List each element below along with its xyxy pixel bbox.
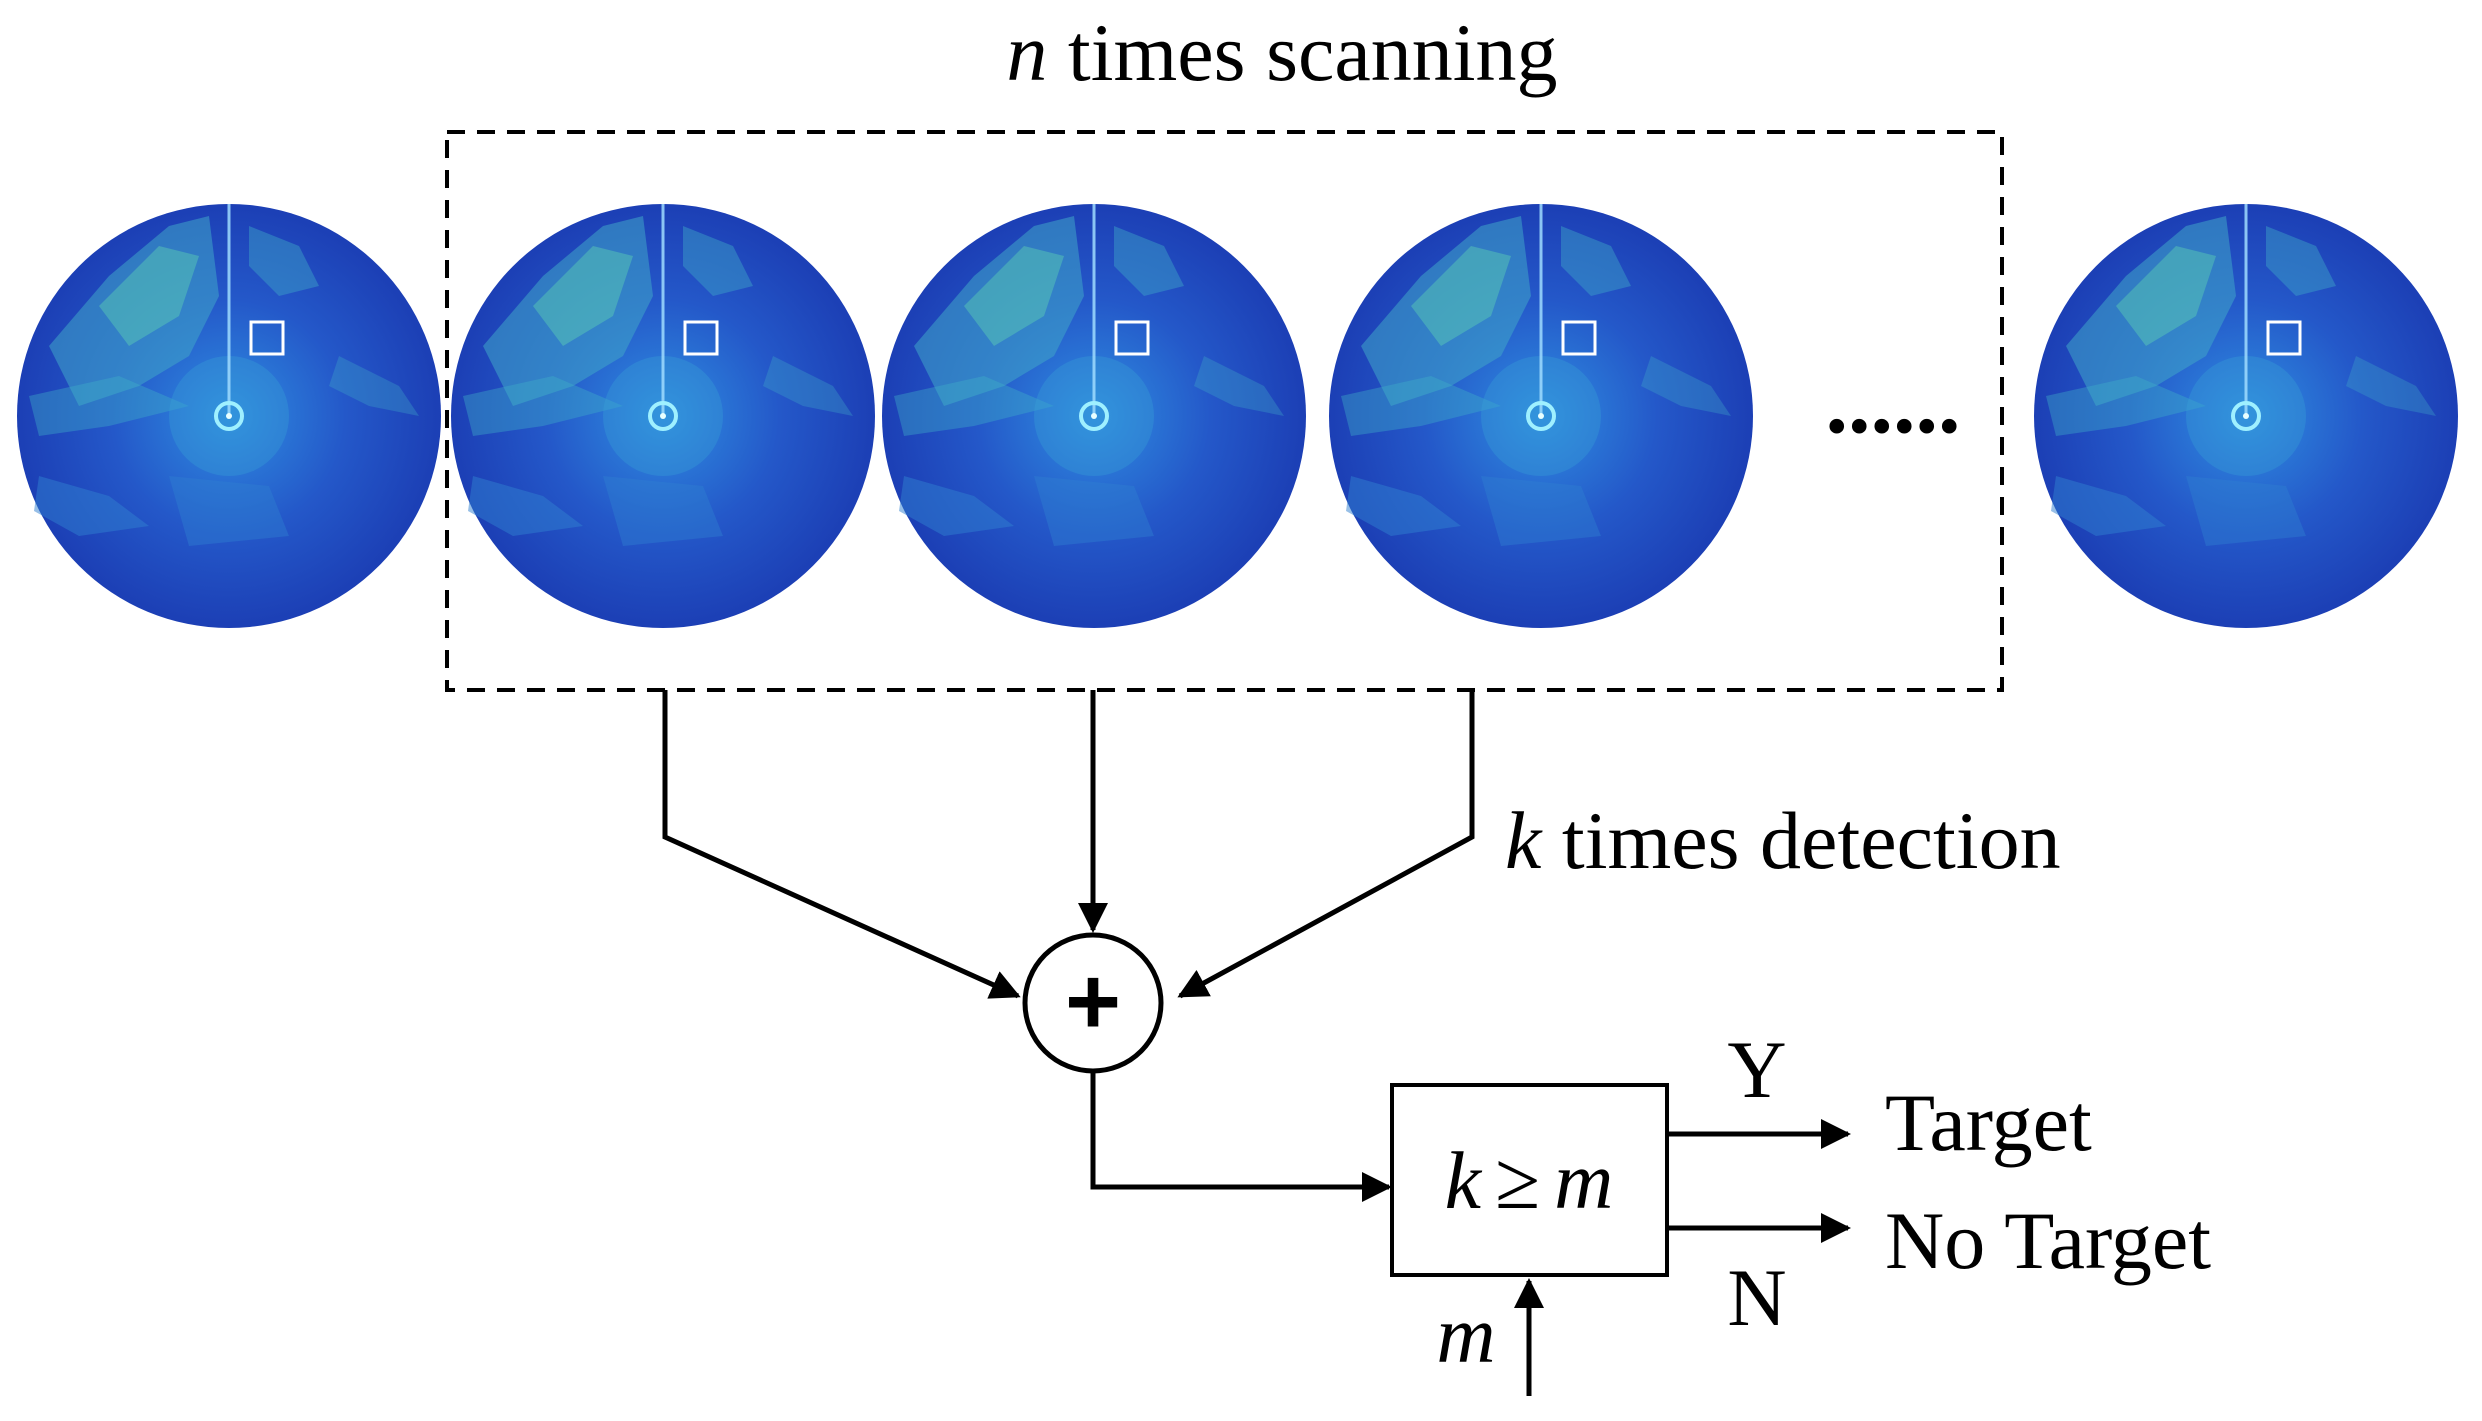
yes-label: Y	[1727, 1024, 1786, 1115]
no-label: N	[1727, 1252, 1786, 1343]
scan-window-box	[445, 130, 2004, 692]
radar-image-3	[880, 202, 1308, 630]
detection-label: k times detection	[1505, 795, 2061, 886]
decision-box: k≥m	[1390, 1083, 1669, 1277]
sum-node: +	[1022, 932, 1164, 1074]
threshold-label: m	[1436, 1289, 1495, 1380]
sum-symbol: +	[1065, 948, 1121, 1055]
scan-label: n times scanning	[1006, 7, 1557, 98]
radar-image-1	[15, 202, 443, 630]
radar-image-2	[449, 202, 877, 630]
detection-arrows	[662, 690, 1475, 999]
decision-condition: k≥m	[1445, 1135, 1614, 1226]
sum-to-decision-arrow	[1090, 1071, 1392, 1202]
target-output-label: Target	[1885, 1077, 2092, 1168]
no-target-output-label: No Target	[1885, 1195, 2211, 1286]
radar-image-5	[2032, 202, 2460, 630]
radar-image-4	[1327, 202, 1755, 630]
ellipsis-dots: ......	[1826, 353, 1961, 452]
